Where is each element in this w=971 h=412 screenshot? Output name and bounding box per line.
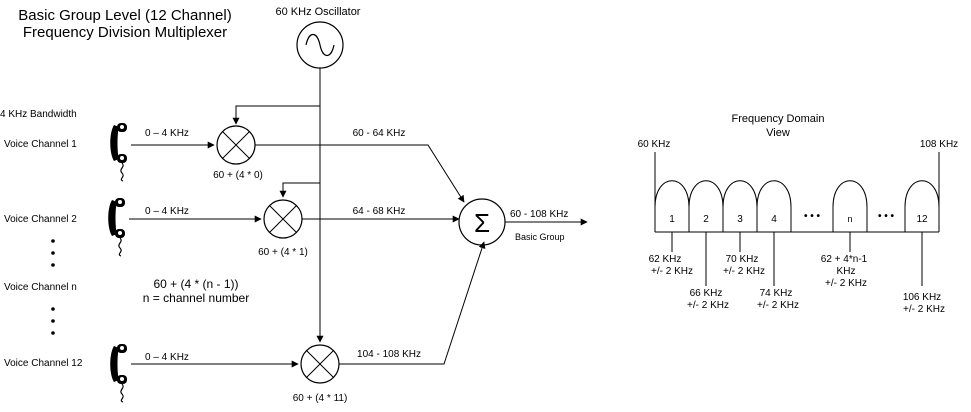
channel-hump-label: n [847,214,852,224]
mixer-icon [216,125,256,165]
channel-hump-label: 1 [669,214,675,225]
center-label-2: 66 KHz +/- 2 KHz [687,288,729,311]
voice-channel-1: Voice Channel 1 0 – 4 KHz 60 + (4 * 0) 6… [4,122,465,203]
summation-icon: Σ [474,208,490,238]
center-tolerance: +/- 2 KHz [757,300,799,311]
spectrum-humps [654,180,940,232]
center-frequency-unit: KHz [837,266,856,277]
band-label: 104 - 108 KHz [357,349,421,360]
center-frequency: 70 KHz [726,254,759,265]
center-frequency: 66 KHz [690,288,723,299]
center-frequency: 106 KHz [903,292,941,303]
channel-hump-label: 12 [916,214,928,225]
mixer-frequency-label: 60 + (4 * 1) [258,247,308,258]
center-frequency: 74 KHz [760,288,793,299]
freq-view-title-line2: View [766,127,790,139]
center-label-12: 106 KHz +/- 2 KHz [903,292,945,315]
center-tolerance: +/- 2 KHz [651,266,693,277]
formula-line2: n = channel number [143,291,249,305]
input-range-label: 0 – 4 KHz [145,128,189,139]
oscillator-label: 60 KHz Oscillator [276,6,361,18]
mixer-icon [300,344,340,384]
spectrum-axes [654,152,940,233]
band-label: 64 - 68 KHz [353,206,406,217]
sine-wave-icon [296,21,344,69]
frequency-domain-view: Frequency Domain View 60 KHz 108 KHz 1 2… [638,113,959,315]
channel-hump-label: 3 [737,214,743,225]
summer-node: Σ [458,198,506,246]
spectrum-ellipsis: • • • [804,211,821,222]
formula-line1: 60 + (4 * (n - 1)) [153,277,238,291]
telephone-icon [109,122,128,182]
mixer-frequency-label: 60 + (4 * 11) [293,393,348,404]
channel-hump-label: 4 [771,214,777,225]
output-group-label: Basic Group [515,232,565,242]
spectrum-ellipsis: • • • [878,211,895,222]
left-edge-label: 60 KHz [638,139,671,150]
band-label: 60 - 64 KHz [353,128,406,139]
voice-channel-label: Voice Channel 12 [4,358,83,369]
center-frequency: 62 KHz [649,254,682,265]
mixer-icon [263,199,303,239]
center-label-3: 70 KHz +/- 2 KHz [723,254,765,277]
output-range-label: 60 - 108 KHz [510,209,568,220]
voice-channel-n-label: Voice Channel n [4,282,77,293]
telephone-icon [107,197,126,257]
voice-channel-12: Voice Channel 12 0 – 4 KHz 60 + (4 * 11)… [4,241,486,404]
bandwidth-label: 4 KHz Bandwidth [0,109,77,120]
center-tolerance: +/- 2 KHz [687,300,729,311]
freq-view-title-line1: Frequency Domain [732,113,825,125]
voice-channel-label: Voice Channel 2 [4,214,77,225]
channel-hump-label: 2 [703,214,709,225]
channel-ellipsis [51,239,55,335]
diagram-title-line1: Basic Group Level (12 Channel) [18,7,231,24]
center-ticks [671,232,923,286]
telephone-icon [109,343,128,403]
oscillator-bus [232,68,324,343]
diagram-title-line2: Frequency Division Multiplexer [23,24,227,41]
center-tolerance: +/- 2 KHz [903,304,945,315]
center-frequency: 62 + 4*n-1 [821,254,868,265]
center-tolerance: +/- 2 KHz [825,278,867,289]
voice-channel-2: Voice Channel 2 0 – 4 KHz 60 + (4 * 1) 6… [4,197,460,258]
center-label-4: 74 KHz +/- 2 KHz [757,288,799,311]
right-edge-label: 108 KHz [920,139,958,150]
mixer-frequency-label: 60 + (4 * 0) [213,170,263,181]
center-label-1: 62 KHz +/- 2 KHz [649,254,693,277]
input-range-label: 0 – 4 KHz [145,206,189,217]
center-label-n: 62 + 4*n-1 KHz +/- 2 KHz [821,254,868,289]
voice-channel-label: Voice Channel 1 [4,139,77,150]
input-range-label: 0 – 4 KHz [145,352,189,363]
center-tolerance: +/- 2 KHz [723,266,765,277]
